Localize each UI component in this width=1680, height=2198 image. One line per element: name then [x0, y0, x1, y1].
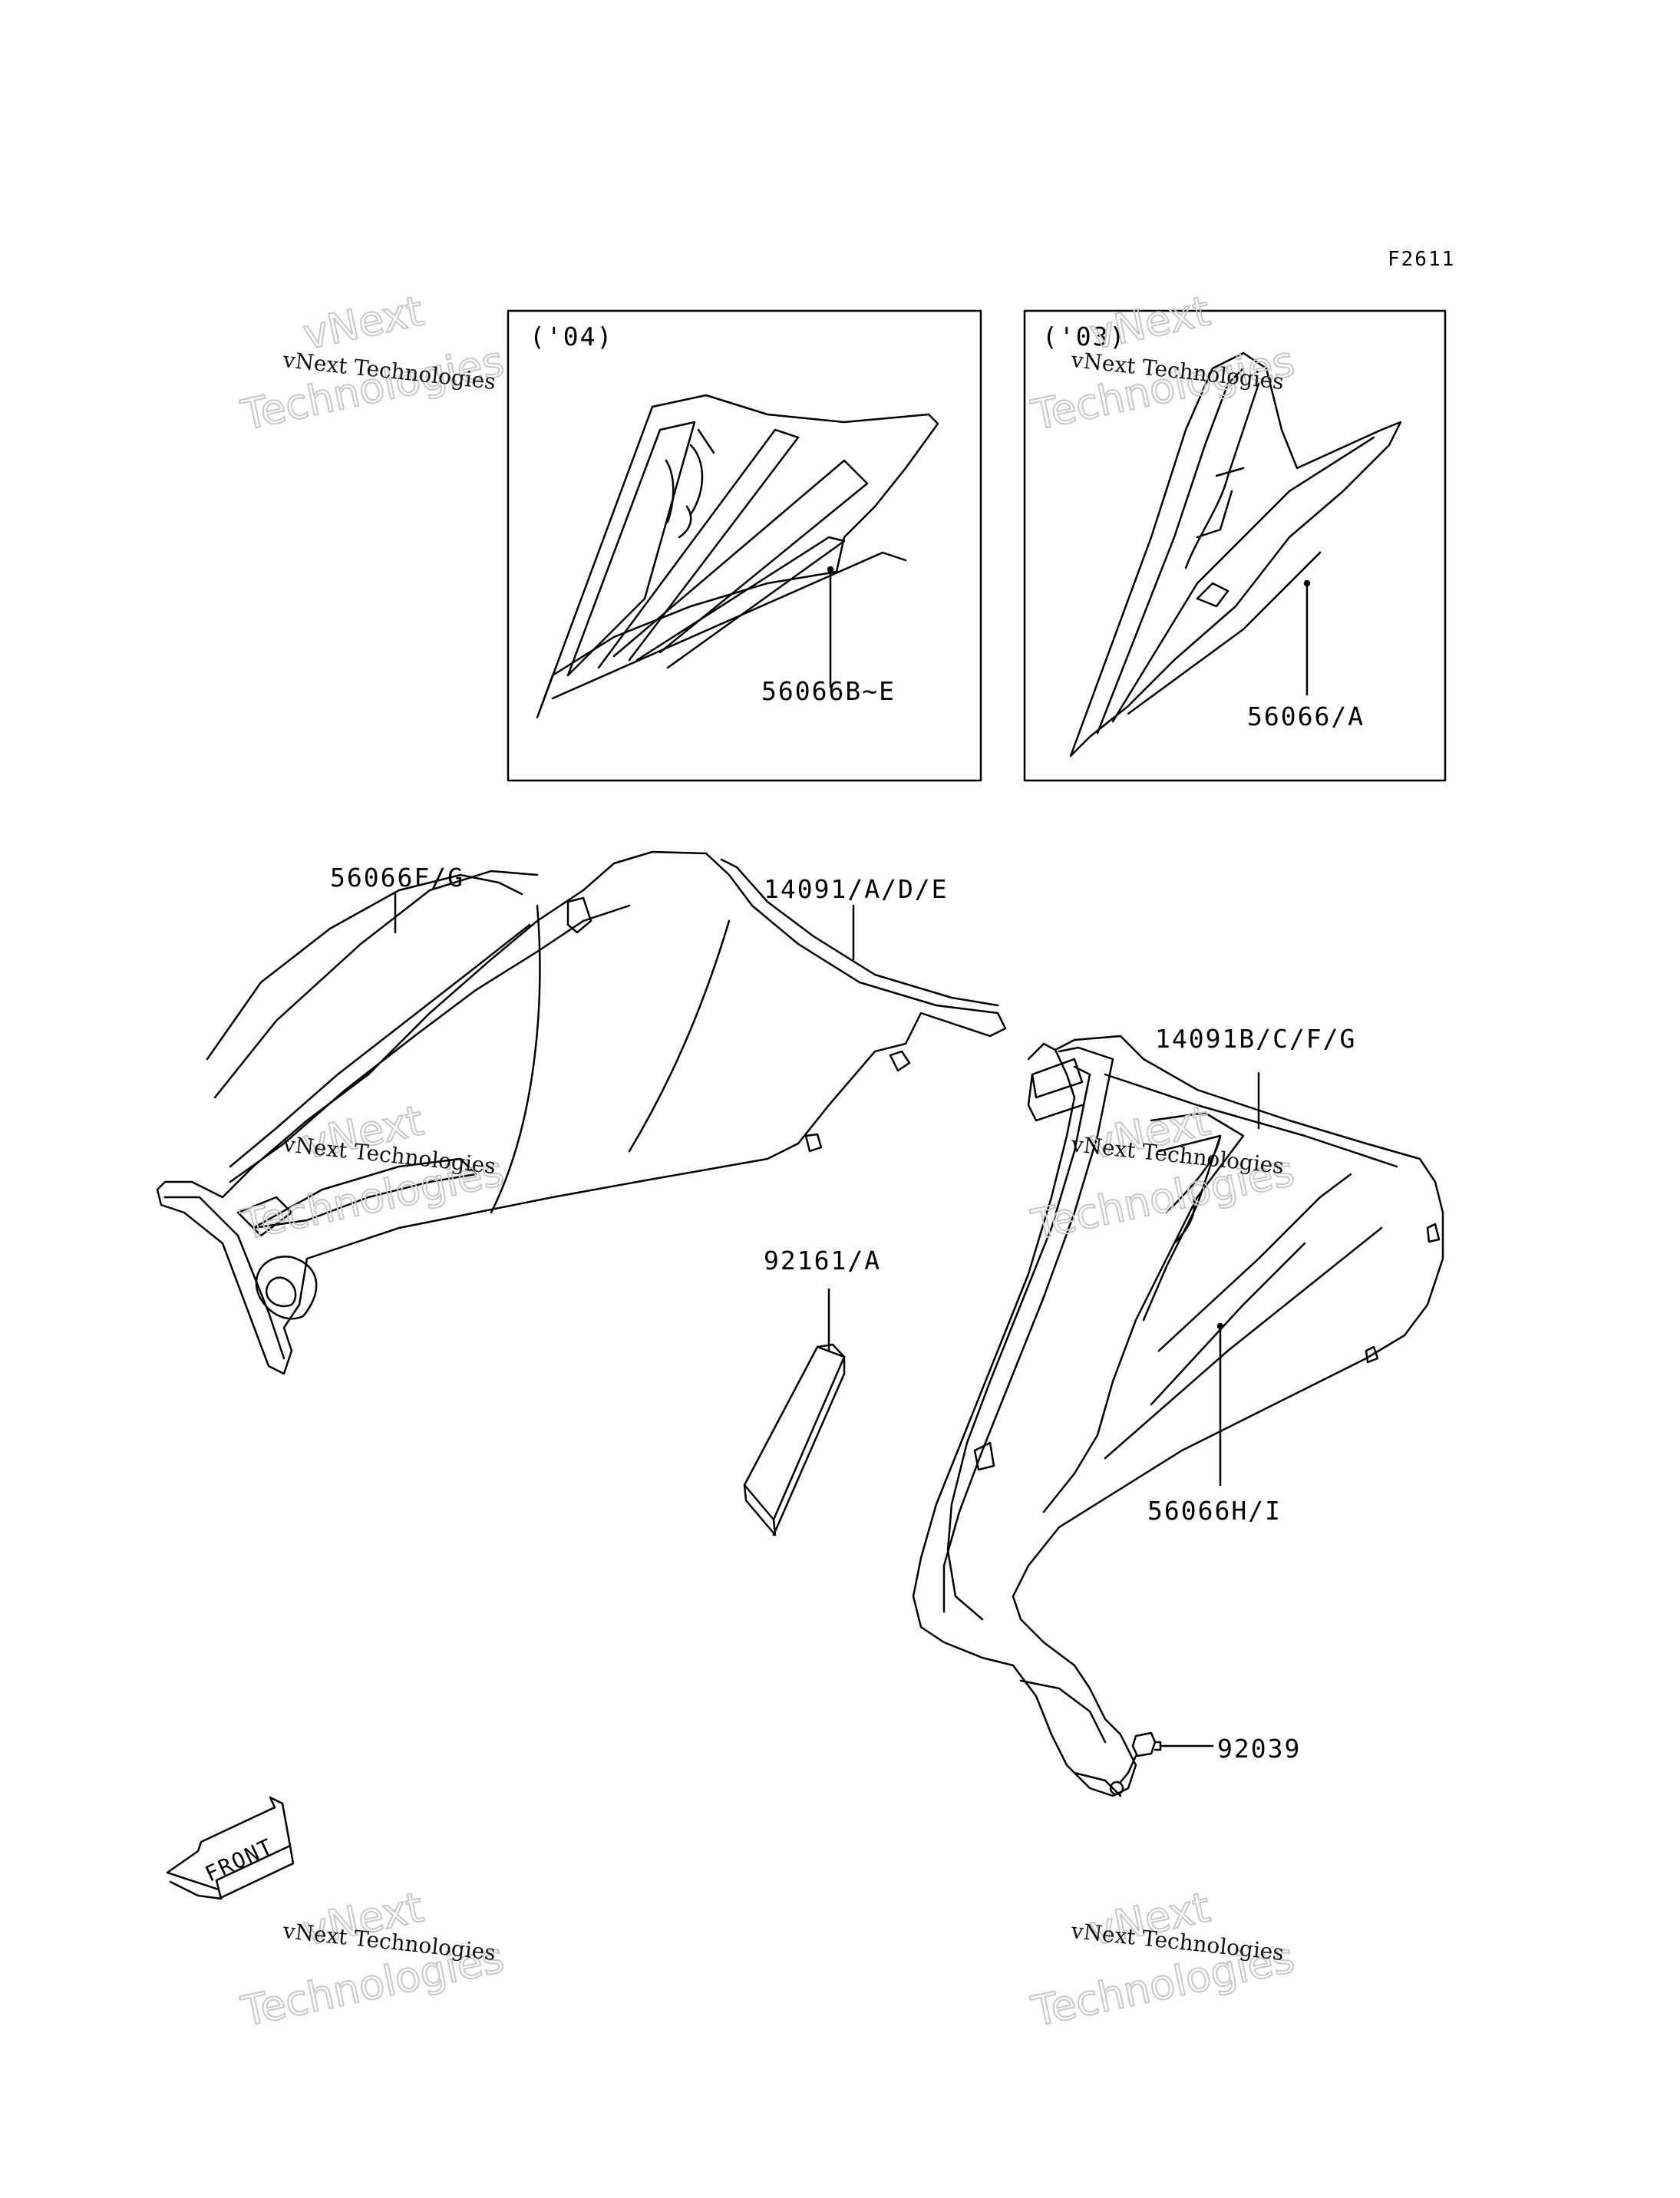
inset-2004-frame	[507, 309, 982, 782]
label-14091-A-D-E: 14091/A/D/E	[764, 874, 949, 904]
watermark-bottom-right: vNext Technologies vNext Technologies	[1027, 1882, 1299, 2037]
watermark-bottom-left: vNext Technologies vNext Technologies	[236, 1882, 509, 2037]
front-arrow-icon	[166, 1796, 295, 1900]
inset-2003-year: ('03)	[1042, 322, 1126, 351]
watermark-top-right: vNext Technologies vNext Technologies	[1027, 285, 1299, 441]
svg-text:vNext: vNext	[1086, 286, 1214, 358]
watermarks: vNext Technologies vNext Technologies vN…	[236, 285, 1299, 2037]
decal-2003-drawing	[1069, 351, 1402, 757]
inset-2004-year: ('04)	[530, 322, 613, 351]
svg-text:vNext: vNext	[299, 286, 427, 358]
pad-drawing	[743, 1343, 846, 1536]
right-side-cover-drawing	[912, 1035, 1444, 1797]
clip-drawing	[1119, 1731, 1162, 1784]
label-14091B-C-F-G: 14091B/C/F/G	[1155, 1024, 1356, 1054]
label-92039: 92039	[1217, 1734, 1301, 1764]
label-56066B-E: 56066B~E	[761, 676, 896, 706]
label-56066F-G: 56066F/G	[330, 863, 464, 893]
decal-2004-drawing	[536, 394, 939, 719]
watermark-mid-left: vNext Technologies vNext Technologies	[236, 1095, 509, 1250]
label-56066H-I: 56066H/I	[1147, 1496, 1282, 1526]
label-56066-A: 56066/A	[1247, 701, 1365, 731]
left-side-cover-drawing	[156, 850, 1007, 1375]
watermark-top-left: vNext Technologies vNext Technologies	[236, 285, 509, 441]
figure-code: F2611	[1388, 248, 1455, 271]
inset-2003-frame	[1023, 309, 1447, 782]
label-92161-A: 92161/A	[764, 1246, 881, 1276]
